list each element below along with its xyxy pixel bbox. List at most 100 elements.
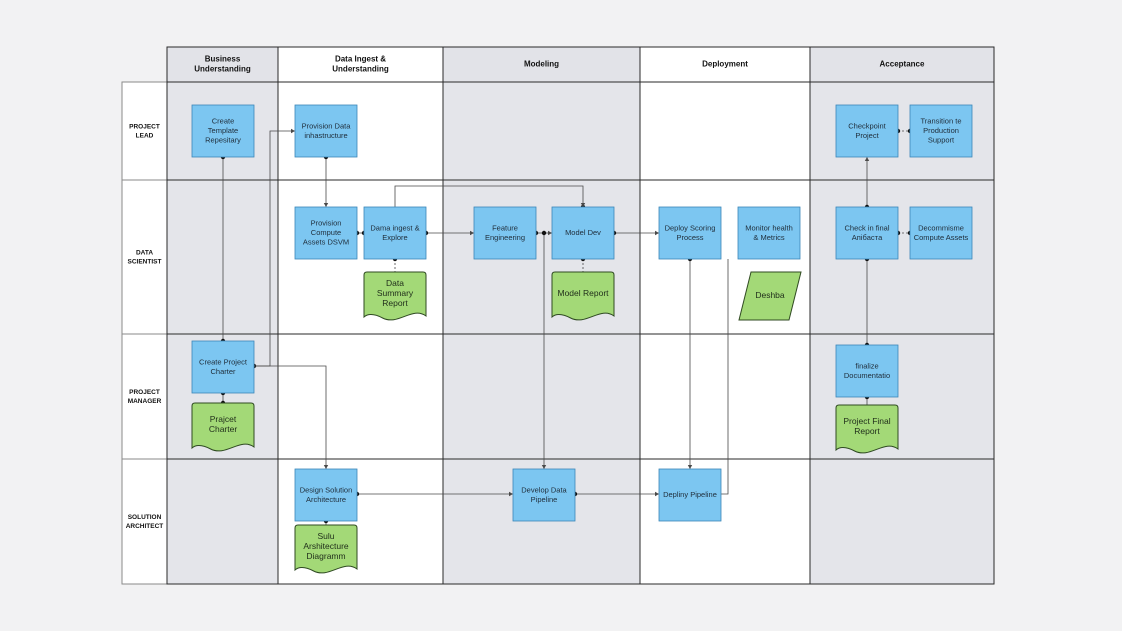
process-label-develop-data-pipeline-line: Pipeline	[531, 495, 558, 504]
lane-label-cell-pl	[121, 81, 168, 181]
process-box-provision-compute[interactable]	[294, 206, 358, 260]
process-label-develop-data-pipeline-line: Develop Data	[521, 485, 567, 494]
document-label-data-summary-report-line: Report	[382, 298, 408, 308]
process-label-model-dev: Model Dev	[565, 228, 601, 237]
process-box-decommission-compute[interactable]	[909, 206, 973, 260]
process-box-provision-data-infra[interactable]	[294, 104, 358, 158]
process-label-finalize-documentation-line: Documentatio	[844, 371, 890, 380]
datastore-label-dashboard: Deshba	[755, 290, 785, 300]
conn-feature-pipeline-start-dot	[541, 230, 547, 236]
process-box-transition-production[interactable]	[909, 104, 973, 158]
process-model-dev[interactable]: Model Dev	[551, 206, 615, 260]
process-box-develop-data-pipeline[interactable]	[512, 468, 576, 522]
phase-label-bu-line: Understanding	[194, 65, 251, 74]
document-label-solution-arch-diagram-line: Arshitecture	[303, 541, 349, 551]
document-model-report[interactable]: Model Report	[551, 271, 615, 321]
process-label-data-ingest-explore-line: Explore	[382, 233, 407, 242]
phase-label-ac-line: Acceptance	[880, 60, 925, 69]
process-box-deploy-pipeline[interactable]	[658, 468, 722, 522]
document-label-data-summary-report-line: Data	[386, 278, 404, 288]
process-data-ingest-explore[interactable]: Dama ingest &Explore	[363, 206, 427, 260]
process-label-deploy-pipeline: Depliny Pipeline	[663, 490, 717, 499]
document-shape-solution-arch-diagram[interactable]	[294, 524, 358, 574]
datastore-shape-dashboard[interactable]	[738, 271, 802, 321]
process-label-provision-compute-line: Provision	[311, 218, 342, 227]
datastore-dashboard[interactable]: Deshba	[738, 271, 802, 321]
process-label-deploy-scoring-line: Process	[676, 233, 703, 242]
process-box-data-ingest-explore[interactable]	[363, 206, 427, 260]
document-shape-project-charter[interactable]	[191, 402, 255, 452]
lane-label-cell-ds	[121, 179, 168, 335]
process-box-monitor-health[interactable]	[737, 206, 801, 260]
lane-label-cell-sa	[121, 458, 168, 585]
document-shape-model-report[interactable]	[551, 271, 615, 321]
conn-arch-pipeline-arrow	[509, 491, 513, 497]
conn-feature-model-arrow	[548, 230, 552, 236]
datastore-label-dashboard-line: Deshba	[755, 290, 785, 300]
phase-header-mo	[442, 46, 641, 83]
lane-label-pm-line: MANAGER	[128, 398, 162, 405]
lane-label-pm-line: PROJECT	[129, 389, 160, 396]
conn-charter-pipeline	[254, 365, 327, 469]
conn-charter-pipeline-arrow	[323, 465, 329, 469]
lane-label-pl-line: PROJECT	[129, 123, 160, 130]
document-shape-data-summary-report[interactable]	[363, 271, 427, 321]
conn-pipeline-deploy-arrow	[655, 491, 659, 497]
cell-pl-mo	[442, 81, 641, 181]
process-box-design-solution-arch[interactable]	[294, 468, 358, 522]
process-label-checkpoint-project-line: Checkpoint	[848, 121, 886, 130]
process-box-checkpoint-project[interactable]	[835, 104, 899, 158]
process-box-feature-engineering[interactable]	[473, 206, 537, 260]
phase-label-mo: Modeling	[524, 60, 559, 69]
phase-header-di	[277, 46, 444, 83]
process-label-create-template-repo-line: Template	[208, 126, 238, 135]
process-deploy-pipeline[interactable]: Depliny Pipeline	[658, 468, 722, 522]
phase-label-di-line: Data Ingest &	[335, 55, 386, 64]
conn-monitor-pipeline	[721, 259, 729, 495]
process-label-data-ingest-explore-line: Dama ingest &	[370, 223, 419, 232]
process-box-finalize-documentation[interactable]	[835, 344, 899, 398]
process-box-create-template-repo[interactable]	[191, 104, 255, 158]
process-box-deploy-scoring[interactable]	[658, 206, 722, 260]
process-label-deploy-pipeline-line: Depliny Pipeline	[663, 490, 717, 499]
process-box-create-project-charter[interactable]	[191, 340, 255, 394]
process-box-model-dev[interactable]	[551, 206, 615, 260]
cell-pm-de	[639, 333, 811, 460]
phase-header-bu	[166, 46, 279, 83]
conn-infra-compute-arrow	[323, 203, 329, 207]
process-box-check-in-final[interactable]	[835, 206, 899, 260]
document-label-project-final-report-line: Report	[854, 426, 880, 436]
conn-feature-pipeline-arrow	[541, 465, 547, 469]
process-monitor-health[interactable]: Monitor health& Metrics	[737, 206, 801, 260]
cell-ds-bu	[166, 179, 279, 335]
process-label-create-project-charter-line: Charter	[210, 367, 236, 376]
process-label-provision-data-infra-line: inhastructure	[304, 131, 347, 140]
document-shape-project-final-report[interactable]	[835, 404, 899, 454]
